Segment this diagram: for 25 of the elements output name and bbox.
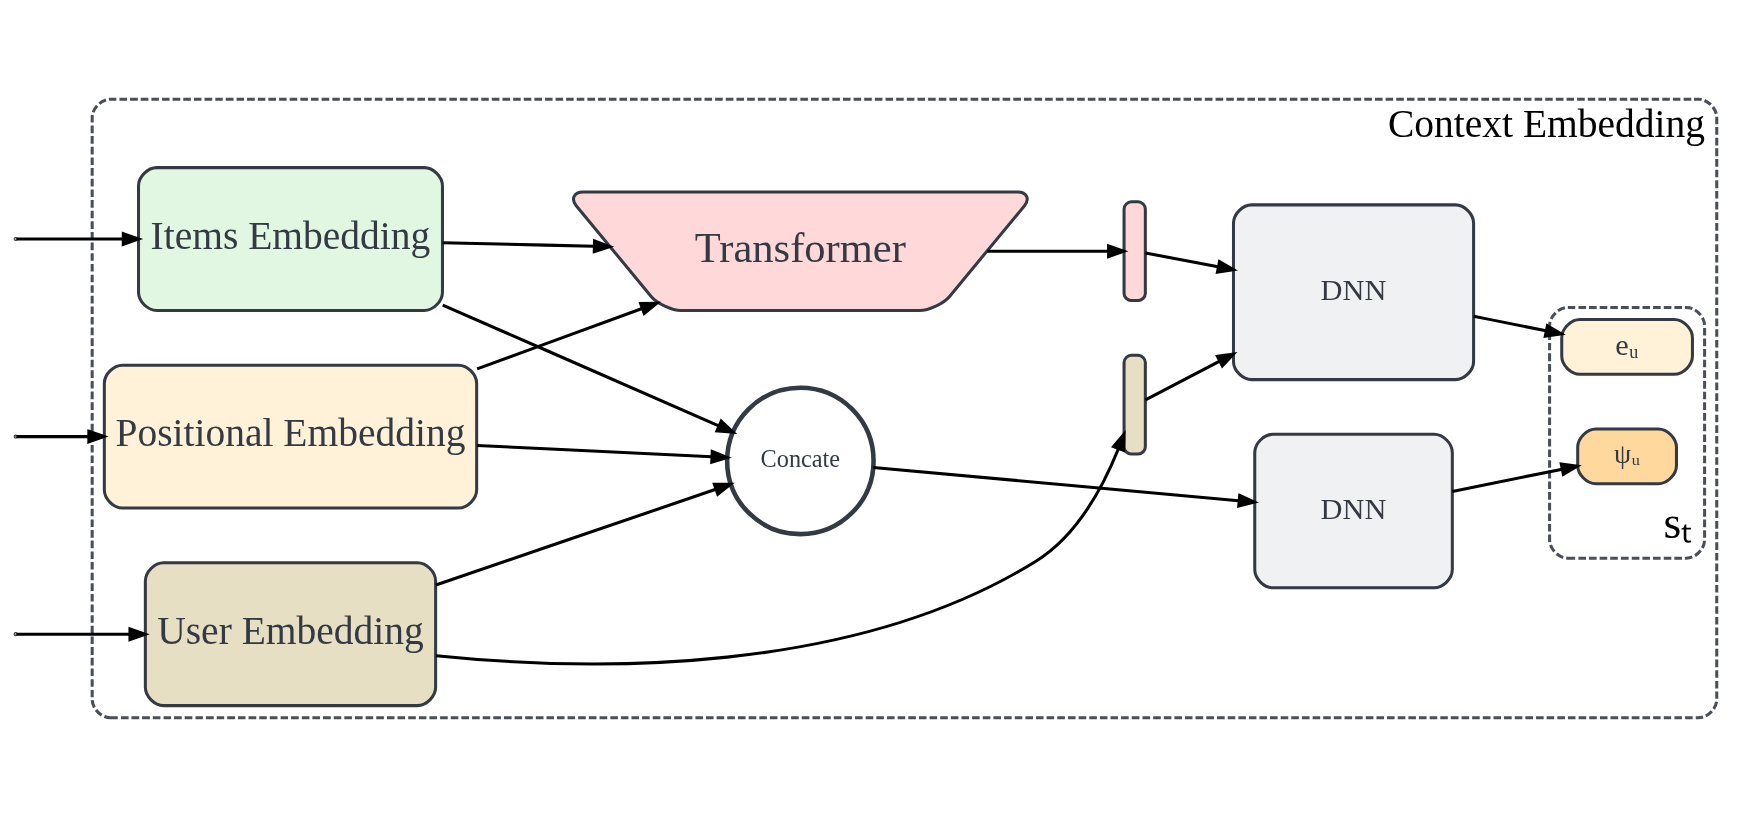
node-box: Items Embedding	[137, 165, 444, 312]
node-circle: Concate	[724, 384, 876, 536]
arrow	[435, 482, 735, 586]
arrow	[873, 465, 1259, 508]
arrow	[442, 238, 615, 254]
arrow	[435, 429, 1126, 665]
arrow	[16, 231, 144, 246]
arrow	[16, 428, 109, 444]
node-box: Positional Embedding	[102, 363, 479, 510]
node-box: eᵤ	[1560, 317, 1694, 376]
arrow	[442, 303, 738, 434]
arrow	[1144, 351, 1238, 401]
arrow	[477, 443, 732, 464]
node-box: User Embedding	[143, 560, 438, 707]
node-bar	[1122, 353, 1147, 456]
arrow	[987, 243, 1129, 259]
node-box: ψᵤ	[1576, 427, 1678, 485]
arrow	[16, 626, 150, 642]
arrow	[476, 301, 661, 370]
node-bar	[1122, 199, 1147, 302]
node-box: DNN	[1231, 202, 1476, 381]
arrow	[1473, 314, 1566, 338]
arrow	[1145, 250, 1238, 274]
node-box: DNN	[1253, 432, 1454, 589]
arrow	[1452, 461, 1582, 493]
